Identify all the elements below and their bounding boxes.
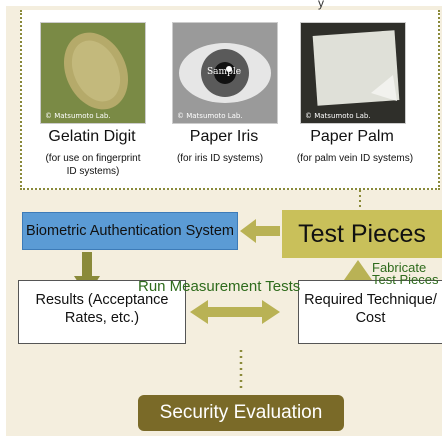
gelatin-digit-caption: (for use on fingerprint ID systems) <box>45 153 141 177</box>
paper-palm-caption: (for palm vein ID systems) <box>296 153 414 164</box>
paper-iris-credit: © Matsumoto Lab. <box>177 112 243 120</box>
paper-iris-title: Paper Iris <box>189 128 259 145</box>
header-fragment: y <box>318 0 324 10</box>
test-pieces-node: Test Pieces <box>282 210 442 258</box>
paper-palm-image <box>301 23 405 123</box>
biometric-system-node: Biometric Authentication System <box>22 212 238 250</box>
required-technique-node: Required Technique/ Cost <box>298 280 442 344</box>
paper-palm-photo: © Matsumoto Lab. <box>300 22 406 124</box>
paper-palm-credit: © Matsumoto Lab. <box>305 112 371 120</box>
paper-iris-photo: © Matsumoto Lab. Sample <box>172 22 278 124</box>
results-node: Results (Acceptance Rates, etc.) <box>18 280 186 344</box>
paper-palm-title: Paper Palm <box>310 128 394 145</box>
fabricate-label: Fabricate Test Pieces <box>372 260 439 287</box>
iris-sample-label: Sample <box>207 67 242 77</box>
gelatin-digit-photo: © Matsumoto Lab. <box>40 22 146 124</box>
run-tests-label: Run Measurement Tests <box>138 278 301 295</box>
gelatin-digit-title: Gelatin Digit <box>48 128 136 145</box>
paper-iris-image <box>173 23 277 123</box>
gelatin-digit-image <box>41 23 145 123</box>
gelatin-digit-credit: © Matsumoto Lab. <box>45 112 111 120</box>
double-arrow-results-required <box>190 300 280 324</box>
security-evaluation-node: Security Evaluation <box>138 395 344 431</box>
paper-iris-caption: (for iris ID systems) <box>176 153 264 164</box>
arrow-test-pieces-to-system <box>240 219 280 243</box>
